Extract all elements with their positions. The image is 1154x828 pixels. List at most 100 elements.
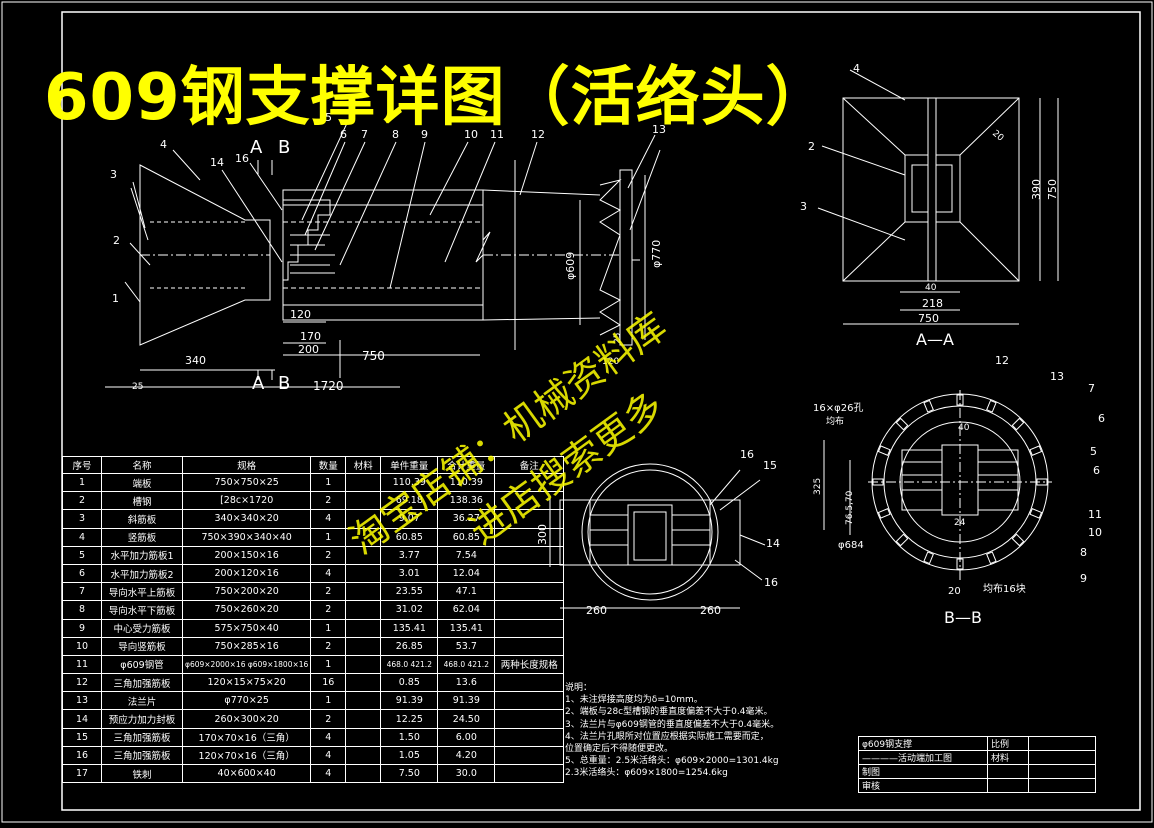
- section-mark-label: A: [250, 137, 263, 158]
- bom-cell: 14: [62, 709, 102, 729]
- drawn-label: 制图: [858, 764, 988, 779]
- bom-cell: 2: [310, 709, 347, 729]
- part-number-label: 15: [763, 459, 777, 472]
- part-number-label: 16: [740, 448, 754, 461]
- bom-cell: 1: [310, 527, 347, 547]
- part-number-label: 3: [110, 168, 117, 181]
- bom-cell: 468.0 421.2: [437, 654, 496, 675]
- bom-cell: 槽钢: [101, 491, 183, 511]
- bom-cell: 1: [310, 472, 347, 493]
- section-mark-label: A: [252, 373, 265, 394]
- bom-cell: 138.36: [437, 491, 496, 511]
- bom-header-cell: 数量: [310, 456, 347, 474]
- section-mark-label: B: [278, 137, 290, 158]
- part-number-label: 6: [1098, 412, 1105, 425]
- flange-hole: [1011, 417, 1025, 431]
- bom-cell: [494, 563, 565, 584]
- bom-cell: 5: [62, 545, 102, 565]
- bom-cell: [345, 563, 382, 584]
- bom-cell: [345, 745, 382, 766]
- bb-view-labels: B—B16×φ26孔均布均布16块121376561110894032576.5…: [813, 354, 1105, 627]
- note-line: 说明：: [565, 683, 593, 693]
- bom-cell: φ609钢管: [101, 654, 183, 675]
- part-number-label: 12: [531, 128, 545, 141]
- bom-cell: 40×600×40: [181, 763, 312, 784]
- bom-cell: 13.6: [437, 673, 496, 693]
- dim-label: 260: [586, 604, 607, 617]
- bom-cell: 120×15×75×20: [181, 673, 312, 693]
- dim-label: 170: [300, 330, 321, 343]
- part-number-label: 7: [1088, 382, 1095, 395]
- bom-cell: 竖筋板: [101, 527, 183, 547]
- flange-hole: [1029, 508, 1043, 519]
- part-number-label: 7: [361, 128, 368, 141]
- bom-cell: 2: [310, 600, 347, 620]
- bom-cell: 预应力加力封板: [101, 709, 183, 729]
- bom-cell: 6: [62, 563, 102, 584]
- bom-header-row: 序号名称规格数量材料单件重量合计重量备注: [62, 456, 565, 474]
- bom-cell: 导向水平上筋板: [101, 582, 183, 602]
- dim-label: φ770: [650, 240, 663, 268]
- bom-cell: 11: [62, 654, 102, 675]
- bom-cell: 750×200×20: [181, 582, 312, 602]
- bom-cell: 斜筋板: [101, 509, 183, 529]
- part-number-label: 10: [464, 128, 478, 141]
- dim-label: 750: [918, 312, 939, 325]
- note-line: 3、法兰片与φ609钢管的垂直度偏差不大于0.4毫米。: [565, 719, 780, 730]
- drawing-notes: 说明：1、未注焊接高度均为δ=10mm。2、端板与28c型槽钢的垂直度偏差不大于…: [565, 682, 779, 780]
- part-number-label: 4: [853, 62, 860, 75]
- bom-cell: 法兰片: [101, 691, 183, 711]
- bom-cell: 2: [62, 491, 102, 511]
- part-number-label: 4: [160, 138, 167, 151]
- bom-cell: [345, 727, 382, 747]
- bom-cell: 端板: [101, 472, 183, 493]
- bom-cell: 导向竖筋板: [101, 636, 183, 656]
- part-number-label: 11: [1088, 508, 1102, 521]
- bom-cell: 2: [310, 545, 347, 565]
- bom-cell: [345, 636, 382, 656]
- bom-cell: 12: [62, 673, 102, 693]
- bom-cell: 导向水平下筋板: [101, 600, 183, 620]
- flange-hole: [986, 551, 997, 565]
- bom-cell: [494, 673, 565, 693]
- bom-cell: 2: [310, 582, 347, 602]
- aa-title: A—A: [916, 330, 954, 349]
- bom-cell: 31.02: [380, 600, 439, 620]
- bom-cell: [345, 582, 382, 602]
- flange-hole: [923, 551, 934, 565]
- flange-plate: [619, 169, 633, 346]
- check-label: 审核: [858, 778, 988, 793]
- flange-hole: [877, 508, 891, 519]
- part-number-label: 10: [1088, 526, 1102, 539]
- title-name: φ609钢支撑: [858, 736, 988, 751]
- section-aa-view: [817, 69, 1059, 325]
- bom-cell: 1.05: [380, 745, 439, 766]
- bom-cell: [345, 763, 382, 784]
- bom-cell: 8: [62, 600, 102, 620]
- dim-label: 24: [954, 518, 966, 528]
- bom-cell: 9: [62, 618, 102, 638]
- bom-cell: 750×285×16: [181, 636, 312, 656]
- bb-title: B—B: [944, 608, 982, 627]
- bom-cell: 30.0: [437, 763, 496, 784]
- part-number-label: 2: [808, 140, 815, 153]
- dim-label: 340: [185, 354, 206, 367]
- bom-cell: 47.1: [437, 582, 496, 602]
- bom-cell: 1.50: [380, 727, 439, 747]
- bom-cell: 水平加力筋板2: [101, 563, 183, 584]
- part-number-label: 3: [800, 200, 807, 213]
- bom-cell: [494, 472, 565, 493]
- bom-cell: φ609×2000×16 φ609×1800×16: [181, 654, 312, 675]
- bom-cell: 260×300×20: [181, 709, 312, 729]
- dim-label: 25: [613, 333, 623, 344]
- bom-cell: 23.55: [380, 582, 439, 602]
- bom-cell: 575×750×40: [181, 618, 312, 638]
- bom-cell: 135.41: [380, 618, 439, 638]
- bom-cell: 468.0 421.2: [380, 654, 439, 675]
